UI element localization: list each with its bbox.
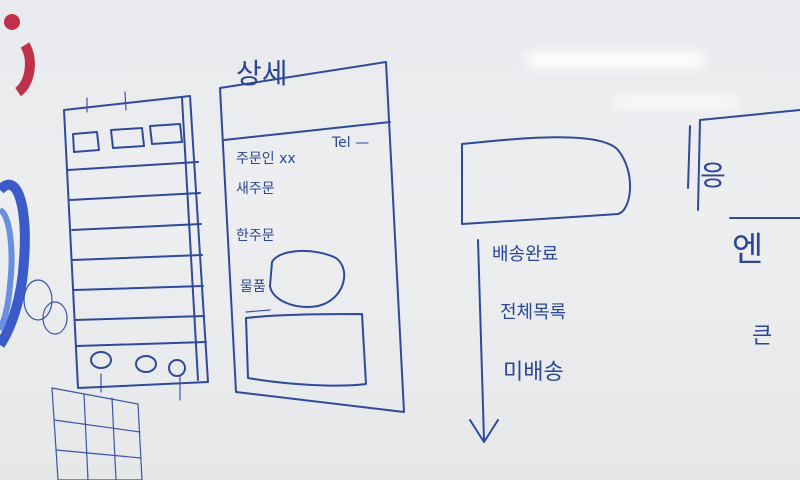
light-reflection-1: [525, 52, 705, 68]
right-partial-2: 엔: [732, 230, 764, 270]
detail-note-3: 한주문: [236, 228, 275, 244]
tel-label: Tel —: [332, 135, 370, 151]
detail-note-4: 물품: [240, 279, 266, 295]
flow-label-2: 전체목록: [500, 302, 567, 323]
detail-note-1: 주문인 xx: [236, 151, 296, 167]
flow-sketch: [461, 136, 631, 443]
detail-title: 상세: [236, 57, 288, 90]
detail-note-2: 새주문: [236, 181, 275, 197]
flow-label-3: 미배송: [503, 360, 564, 385]
right-partial-1: 응: [700, 159, 726, 192]
list-wireframe: [51, 91, 209, 480]
right-partial-3: 큰: [752, 324, 773, 349]
right-partial-frame: [687, 109, 800, 219]
flow-label-1: 배송완료: [492, 244, 559, 265]
light-reflection-2: [612, 96, 740, 108]
detail-wireframe: [219, 61, 405, 413]
left-cartoon: [0, 14, 68, 348]
